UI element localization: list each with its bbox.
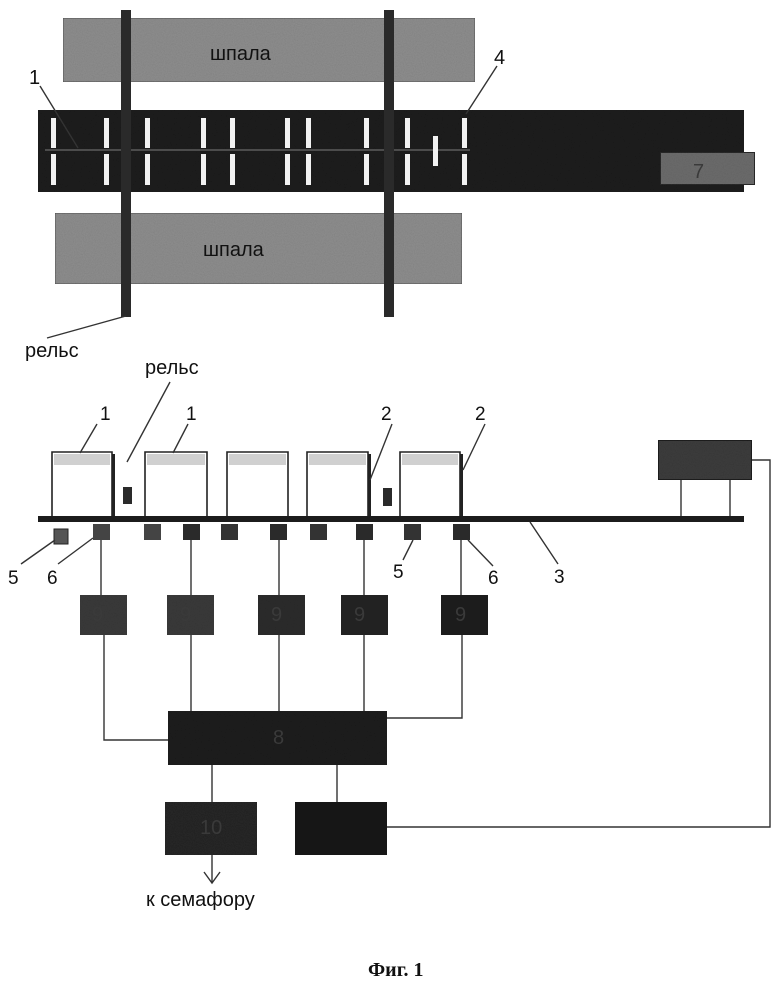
receiver-box [295, 802, 387, 855]
callout-4: 4 [494, 47, 505, 69]
box-9-label: 9 [180, 604, 191, 626]
sensor-block-5 [54, 529, 68, 544]
leader-3 [530, 522, 558, 564]
sensor-bar [104, 118, 109, 148]
bus-3 [38, 516, 744, 522]
sleeper-top-label: шпала [210, 43, 272, 65]
sensor-wires [101, 540, 461, 595]
sensor-bar [462, 154, 467, 185]
sensor-bar [364, 118, 369, 148]
leader-1b [173, 424, 188, 453]
rail-block [123, 487, 132, 504]
sensor-bar [306, 118, 311, 148]
callout-6b: 6 [488, 568, 499, 589]
sensor-bar [285, 154, 290, 185]
box-9-label: 9 [271, 604, 282, 626]
callout-1-top: 1 [29, 67, 40, 89]
sensor-frame [227, 452, 288, 519]
leader-6b [468, 540, 493, 566]
box-7-side-label: 7 [692, 451, 703, 473]
sensor-bar [306, 154, 311, 185]
leader-2b [463, 424, 485, 470]
sensor-bar [51, 154, 56, 185]
output-label: к семафору [146, 889, 255, 911]
sensor-block-6 [183, 524, 200, 540]
callout-5a: 5 [8, 568, 19, 589]
sensor-bar [433, 136, 438, 166]
box-9-label: 9 [455, 604, 466, 626]
processing-units-9: 9 9 9 9 9 [80, 595, 488, 635]
side-view: рельс [8, 357, 770, 911]
output-arrow-icon [204, 855, 220, 883]
rail-right [384, 10, 394, 317]
box-7-top [660, 152, 755, 185]
callout-1a: 1 [100, 404, 111, 425]
box-7-side [658, 440, 752, 480]
sensor-bar [405, 118, 410, 148]
sensor-block-5 [221, 524, 238, 540]
sensor-block-5 [144, 524, 161, 540]
sensor-bar [201, 154, 206, 185]
sensor-frame [52, 452, 115, 520]
box-9-label: 9 [354, 604, 365, 626]
sensor-bar [51, 118, 56, 148]
sleeper-bottom-label: шпала [203, 239, 265, 261]
sensor-block-6 [270, 524, 287, 540]
leader-1a [80, 424, 97, 453]
box-10-label: 10 [200, 817, 222, 839]
callout-6a: 6 [47, 568, 58, 589]
box-8-label: 8 [273, 727, 284, 749]
sensor-bar [462, 118, 467, 148]
leader-5a [21, 540, 55, 564]
top-view: шпала шпала [25, 10, 755, 362]
sensor-block-5 [404, 524, 421, 540]
leader-5b [403, 540, 413, 560]
sensor-frame [400, 452, 463, 520]
callout-1b: 1 [186, 404, 197, 425]
callout-2a: 2 [381, 404, 392, 425]
box-9 [80, 595, 127, 635]
sensor-block-6 [356, 524, 373, 540]
sensor-block-6 [93, 524, 110, 540]
leader-rail-top [47, 316, 126, 338]
figure-caption: Фиг. 1 [368, 959, 424, 981]
leader-2a [370, 424, 392, 480]
sensor-bar [364, 154, 369, 185]
sensor-block-6 [453, 524, 470, 540]
sensor-frame [307, 452, 371, 520]
callout-3: 3 [554, 567, 565, 588]
sensor-bar [201, 118, 206, 148]
box-7-top-label: 7 [693, 161, 704, 183]
sensor-bar [405, 154, 410, 185]
rail-label-side: рельс [145, 357, 199, 379]
sensor-bar [145, 118, 150, 148]
callout-2b: 2 [475, 404, 486, 425]
rail-left [121, 10, 131, 317]
sensor-frames [52, 452, 463, 520]
sensor-bar [230, 154, 235, 185]
rail-block [383, 488, 392, 506]
sensor-block-5 [310, 524, 327, 540]
sensor-blocks [54, 524, 470, 544]
sensor-bar [285, 118, 290, 148]
leader-rail-side [127, 382, 170, 462]
callout-5b: 5 [393, 562, 404, 583]
rail-label-top: рельс [25, 340, 79, 362]
sensor-frame [145, 452, 207, 519]
sensor-bar [104, 154, 109, 185]
sensor-bar [230, 118, 235, 148]
sensor-bar [145, 154, 150, 185]
box-9-label: 9 [92, 604, 103, 626]
